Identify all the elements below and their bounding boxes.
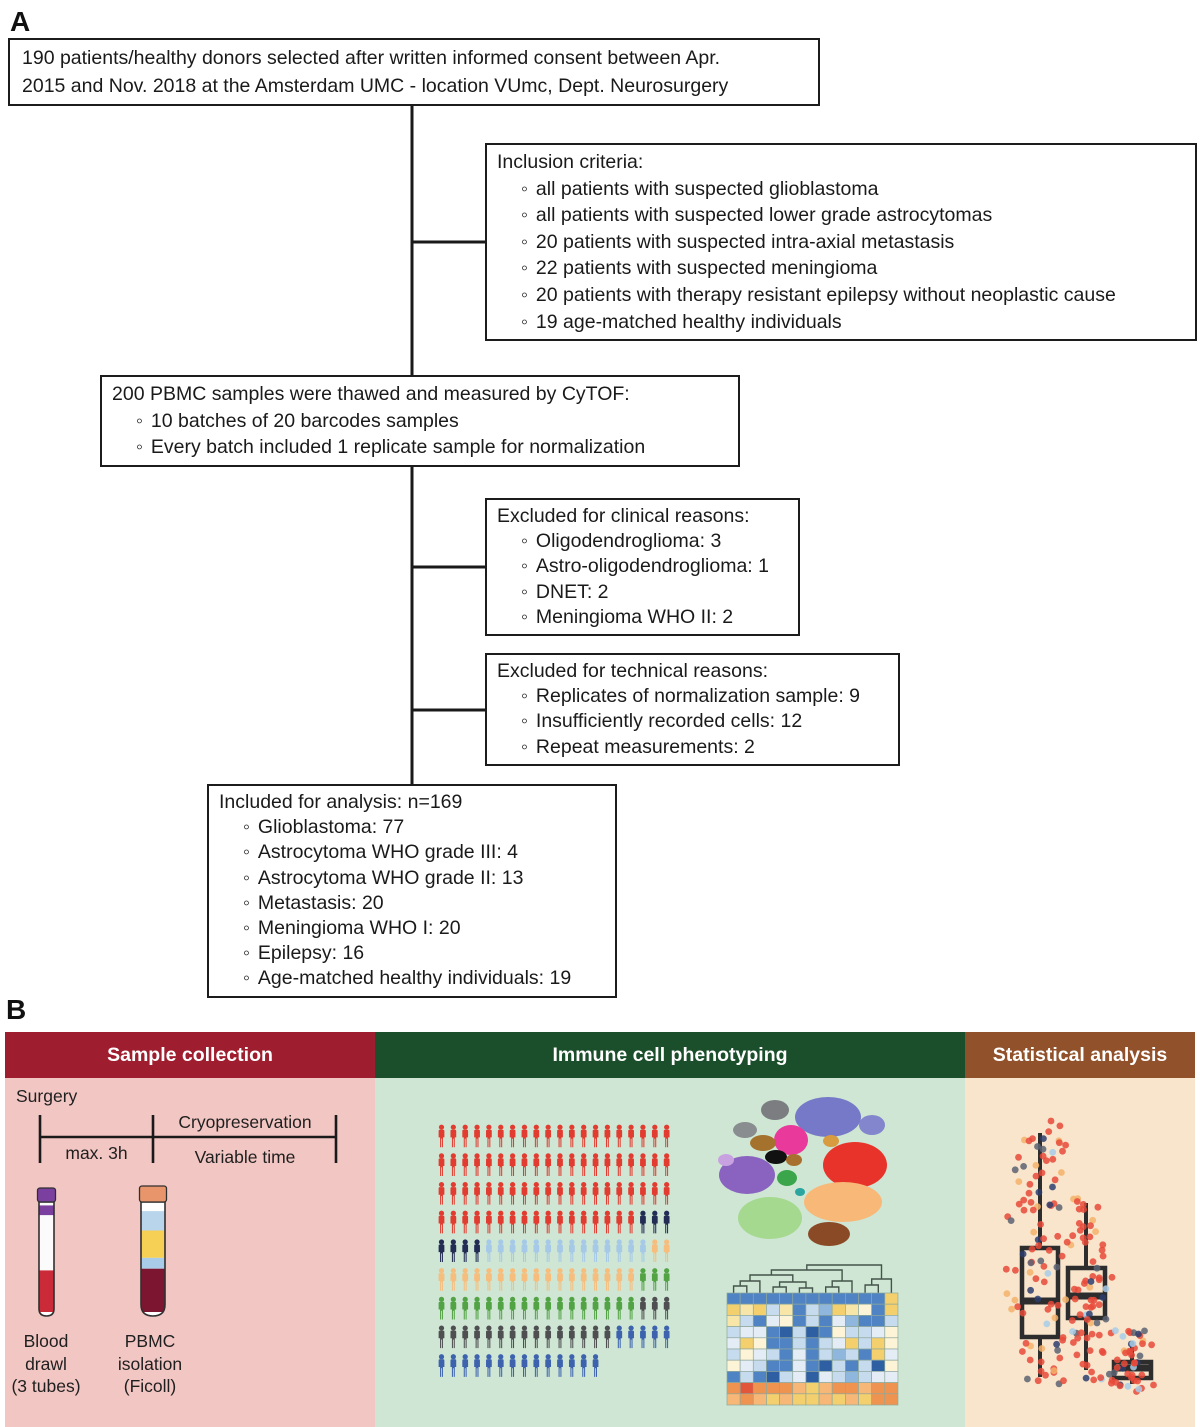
bullet-icon: ◦ [136, 436, 143, 459]
bullet-item: ◦Metastasis: 20 [219, 891, 605, 916]
bullet-icon: ◦ [521, 605, 528, 628]
flow-box-included: Included for analysis: n=169 ◦Glioblasto… [207, 784, 617, 998]
bullet-item: ◦22 patients with suspected meningioma [497, 255, 1185, 282]
bullet-list: ◦Glioblastoma: 77◦Astrocytoma WHO grade … [219, 815, 605, 991]
flow-box-inclusion: Inclusion criteria: ◦all patients with s… [485, 143, 1197, 342]
pbmc-tube-label: PBMC isolation (Ficoll) [117, 1331, 183, 1396]
bullet-icon: ◦ [243, 816, 250, 839]
column-header-immune-phenotyping: Immune cell phenotyping [375, 1032, 965, 1078]
bullet-icon: ◦ [521, 230, 528, 253]
bullet-item: ◦Glioblastoma: 77 [219, 815, 605, 840]
variable-time-label: Variable time [194, 1147, 296, 1167]
bullet-icon: ◦ [521, 580, 528, 603]
bullet-icon: ◦ [521, 283, 528, 306]
bullet-item: ◦Age-matched healthy individuals: 19 [219, 966, 605, 991]
bullet-icon: ◦ [521, 530, 528, 553]
surgery-label: Surgery [16, 1086, 78, 1106]
bullet-icon: ◦ [521, 710, 528, 733]
bullet-item: ◦Meningioma WHO I: 20 [219, 916, 605, 941]
bullet-item: ◦Replicates of normalization sample: 9 [497, 684, 888, 709]
max-3h-label: max. 3h [65, 1143, 128, 1163]
bullet-icon: ◦ [521, 735, 528, 758]
flow-box-intake: 190 patients/healthy donors selected aft… [8, 38, 820, 106]
bullet-icon: ◦ [243, 866, 250, 889]
blood-tube-label: Blood drawl (3 tubes) [11, 1331, 81, 1396]
column-header-statistical-analysis: Statistical analysis [965, 1032, 1195, 1078]
bullet-icon: ◦ [136, 409, 143, 432]
bullet-list: ◦Oligodendroglioma: 3◦Astro-oligodendrog… [497, 529, 788, 630]
flow-box-title: Excluded for technical reasons: [497, 660, 768, 682]
flow-box-excluded-clinical: Excluded for clinical reasons: ◦Oligoden… [485, 498, 800, 637]
bullet-list: ◦10 batches of 20 barcodes samples◦Every… [112, 408, 728, 461]
bullet-item: ◦Insufficiently recorded cells: 12 [497, 709, 888, 734]
bullet-icon: ◦ [521, 177, 528, 200]
column-header-sample-collection: Sample collection [5, 1032, 375, 1078]
flow-box-title: Excluded for clinical reasons: [497, 505, 750, 527]
bullet-item: ◦Epilepsy: 16 [219, 941, 605, 966]
panel-a-label: A [10, 6, 31, 37]
bullet-icon: ◦ [243, 967, 250, 990]
flow-box-title: Inclusion criteria: [497, 151, 644, 173]
bullet-icon: ◦ [521, 555, 528, 578]
bullet-item: ◦Astro-oligodendroglioma: 1 [497, 554, 788, 579]
bullet-icon: ◦ [521, 204, 528, 227]
bullet-icon: ◦ [243, 891, 250, 914]
bullet-item: ◦Repeat measurements: 2 [497, 735, 888, 760]
bullet-item: ◦19 age-matched healthy individuals [497, 309, 1185, 336]
bullet-icon: ◦ [521, 685, 528, 708]
bullet-item: ◦Astrocytoma WHO grade III: 4 [219, 840, 605, 865]
bullet-item: ◦Meningioma WHO II: 2 [497, 605, 788, 630]
cryopreservation-label: Cryopreservation [178, 1112, 312, 1132]
bullet-item: ◦20 patients with therapy resistant epil… [497, 282, 1185, 309]
bullet-item: ◦Oligodendroglioma: 3 [497, 529, 788, 554]
flow-box-cytof: 200 PBMC samples were thawed and measure… [100, 375, 740, 467]
bullet-icon: ◦ [243, 942, 250, 965]
bullet-item: ◦all patients with suspected lower grade… [497, 202, 1185, 229]
bullet-item: ◦10 batches of 20 barcodes samples [112, 408, 728, 435]
panel-b-label: B [6, 994, 27, 1025]
flow-box-title: Included for analysis: n=169 [219, 791, 463, 813]
bullet-item: ◦Every batch included 1 replicate sample… [112, 434, 728, 461]
bullet-item: ◦Astrocytoma WHO grade II: 13 [219, 866, 605, 891]
bullet-item: ◦all patients with suspected glioblastom… [497, 176, 1185, 203]
bullet-icon: ◦ [243, 917, 250, 940]
flow-box-excluded-technical: Excluded for technical reasons: ◦Replica… [485, 653, 900, 766]
immune-phenotyping-panel [375, 1078, 965, 1427]
bullet-item: ◦20 patients with suspected intra-axial … [497, 229, 1185, 256]
bullet-icon: ◦ [521, 257, 528, 280]
bullet-list: ◦Replicates of normalization sample: 9◦I… [497, 684, 888, 760]
bullet-icon: ◦ [521, 310, 528, 333]
statistical-analysis-panel [965, 1078, 1195, 1427]
bullet-list: ◦all patients with suspected glioblastom… [497, 176, 1185, 336]
bullet-icon: ◦ [243, 841, 250, 864]
bullet-item: ◦DNET: 2 [497, 580, 788, 605]
flow-box-title: 200 PBMC samples were thawed and measure… [112, 383, 630, 405]
